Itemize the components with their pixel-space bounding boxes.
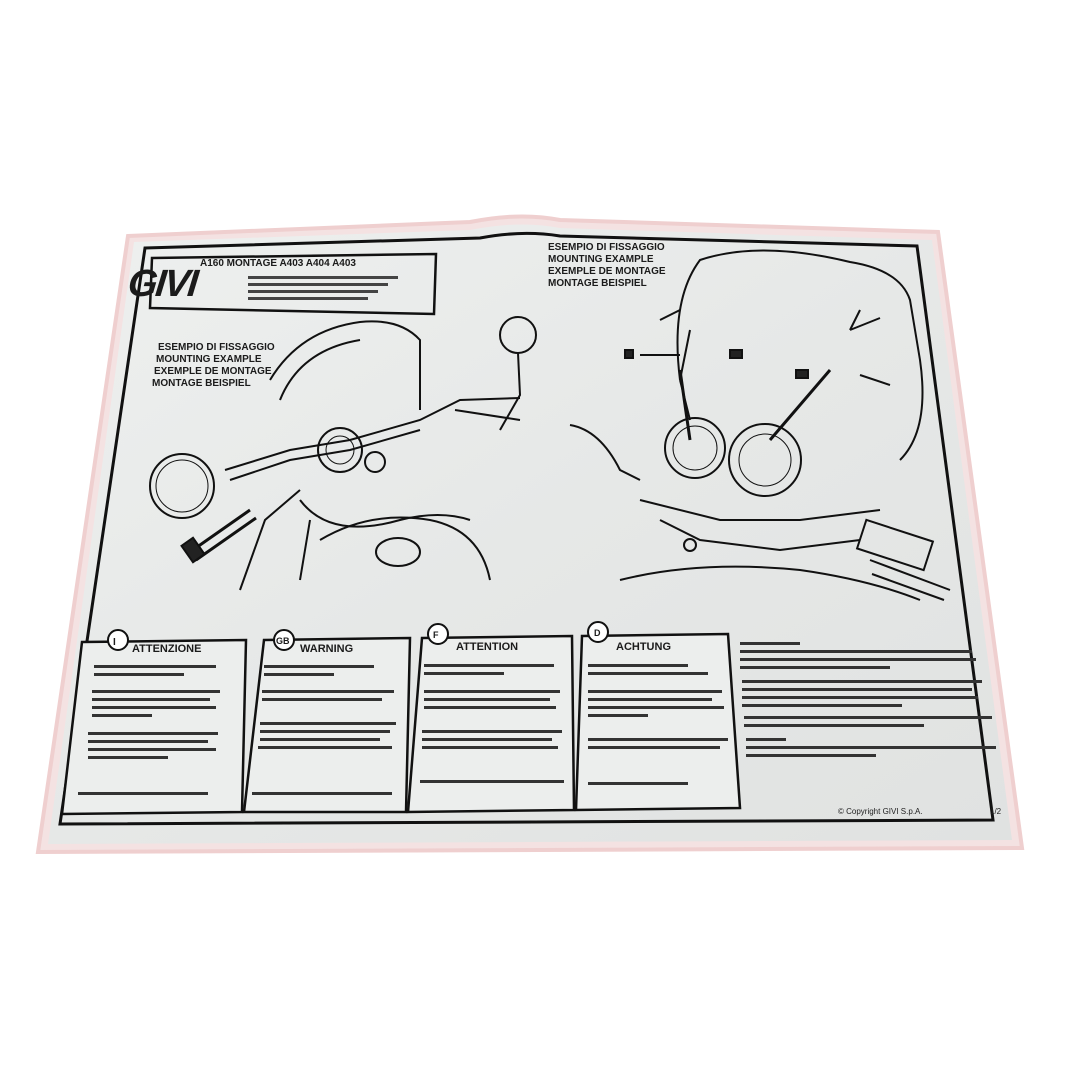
givi-logo: GIVI [126,263,202,305]
warning-title: WARNING [300,643,353,655]
left-caption: ESEMPIO DI FISSAGGIO MOUNTING EXAMPLE EX… [152,342,275,389]
svg-text:MONTAGE BEISPIEL: MONTAGE BEISPIEL [548,278,647,289]
warning-box-french: F ATTENTION [406,623,576,814]
instruction-text-block [740,642,996,757]
warning-number: I [113,637,116,648]
left-motorcycle-illustration [149,316,537,591]
warning-title: ACHTUNG [616,641,671,653]
warning-box-english: GB WARNING [242,629,412,814]
svg-text:MOUNTING EXAMPLE: MOUNTING EXAMPLE [548,254,654,265]
svg-text:ESEMPIO DI FISSAGGIO: ESEMPIO DI FISSAGGIO [548,242,665,253]
copyright-footer: © Copyright GIVI S.p.A. [838,807,923,816]
svg-text:EXEMPLE DE MONTAGE: EXEMPLE DE MONTAGE [154,366,272,377]
svg-text:EXEMPLE DE MONTAGE: EXEMPLE DE MONTAGE [548,266,666,277]
header-title: A160 MONTAGE A403 A404 A403 [200,258,356,269]
warning-number: D [594,628,601,638]
svg-text:MONTAGE BEISPIEL: MONTAGE BEISPIEL [152,378,251,389]
warning-number: GB [276,636,290,646]
warning-title: ATTENTION [456,641,518,653]
sheet-frame [58,231,995,826]
warning-box-italian: I ATTENZIONE [60,629,248,816]
page-number: 1/2 [990,807,1002,816]
header-box: GIVI A160 MONTAGE A403 A404 A403 [126,252,438,316]
svg-text:ESEMPIO DI FISSAGGIO: ESEMPIO DI FISSAGGIO [158,342,275,353]
warning-title: ATTENZIONE [132,643,201,655]
svg-text:MOUNTING EXAMPLE: MOUNTING EXAMPLE [156,354,262,365]
right-motorcycle-illustration [569,249,951,601]
right-caption: ESEMPIO DI FISSAGGIO MOUNTING EXAMPLE EX… [548,242,666,289]
warning-number: F [433,630,439,640]
warning-box-german: D ACHTUNG [574,621,742,812]
